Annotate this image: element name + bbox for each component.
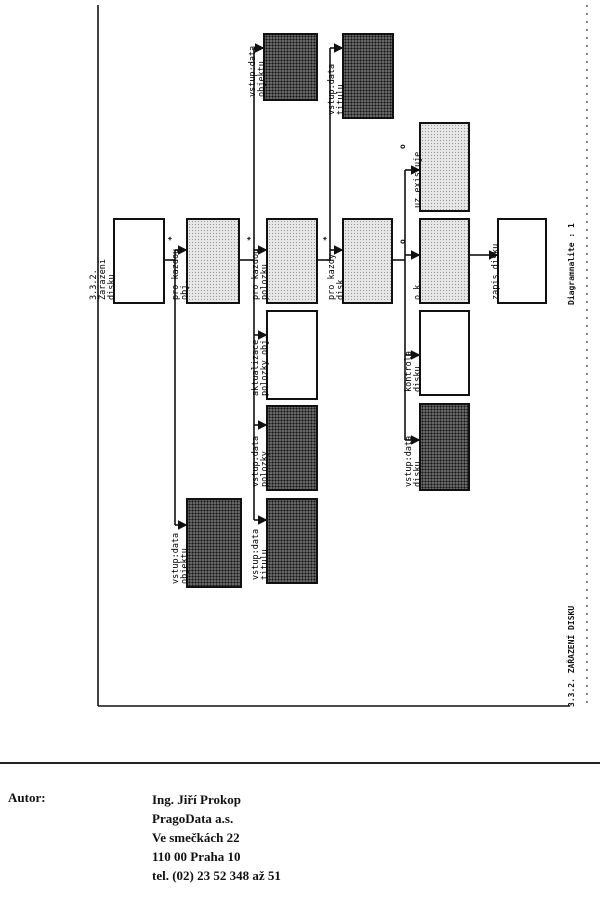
box-zarazeni-disku: 3.3.2. Zarazeni disku: [89, 218, 165, 304]
box-label: o.k.: [413, 279, 423, 300]
box-label: 3.3.2. Zarazeni disku: [89, 259, 117, 300]
author-footer: Autor: Ing. Jiří Prokop PragoData a.s. V…: [0, 782, 600, 899]
box-pro-kazdou-polozku: pro kazdou polozku: [251, 218, 318, 304]
structure-diagram: 3.3.2. Zarazeni disku pro kazdou obj. vs…: [89, 5, 588, 707]
selection-marker: o: [398, 144, 407, 149]
box-vstup-top-titulu: vstup:data titulu: [327, 33, 394, 119]
iteration-marker: *: [322, 236, 331, 241]
box-pro-kazdou-obj: pro kazdou obj.: [171, 218, 240, 304]
box-label: kontrola disku: [404, 351, 423, 392]
box-vstup-top-objektu: vstup:data objektu: [248, 33, 318, 101]
separator-line: [0, 762, 600, 764]
box-uz-existuje: uz existuje: [413, 122, 470, 212]
box-label: vstup:data objektu: [248, 45, 267, 97]
box-label: zapis disku: [491, 243, 501, 300]
box-label: vstup:data polozky: [251, 435, 270, 487]
author-city: 110 00 Praha 10: [152, 849, 241, 864]
iteration-marker: *: [167, 236, 176, 241]
box-label: pro kazdou obj.: [171, 248, 190, 300]
box-vstup-data-polozky: vstup:data polozky: [251, 405, 318, 491]
box-label: vstup:data disku: [404, 435, 423, 487]
box-label: vstup:data objektu: [171, 532, 190, 584]
box-zapis-disku: zapis disku: [491, 218, 547, 304]
box-pro-kazdy-disk: pro kazdy disk: [327, 218, 393, 304]
diagram-connectors: [97, 5, 588, 707]
selection-marker: o: [398, 239, 407, 244]
box-label: pro kazdy disk: [327, 253, 346, 300]
author-street: Ve smečkách 22: [152, 830, 240, 845]
author-name: Ing. Jiří Prokop: [152, 792, 241, 807]
box-label: pro kazdou polozku: [251, 248, 270, 300]
box-ok: o.k.: [413, 218, 470, 304]
author-label: Autor:: [8, 790, 46, 805]
box-label: uz existuje: [413, 151, 423, 208]
iteration-marker: *: [246, 236, 255, 241]
box-aktualizace-polozky: aktualizace polozky obj.: [251, 310, 318, 400]
box-label: vstup:data titulu: [327, 63, 346, 115]
box-kontrola-disku: kontrola disku: [404, 310, 470, 396]
box-label: aktualizace polozky obj.: [251, 334, 270, 396]
author-details: Ing. Jiří Prokop PragoData a.s. Ve smečk…: [152, 790, 281, 885]
box-vstup-data-disku: vstup:data disku: [404, 403, 470, 491]
box-vstup-data-titulu: vstup:data titulu: [251, 498, 318, 584]
box-vstup-data-objektu: vstup:data objektu: [171, 498, 242, 588]
author-phone: tel. (02) 23 52 348 až 51: [152, 868, 281, 883]
author-company: PragoData a.s.: [152, 811, 234, 826]
diagram-title: 3.3.2. ZAŘAZENÍ DISKU: [567, 605, 576, 707]
box-label: vstup:data titulu: [251, 528, 270, 580]
page-label: Diagramnalite : 1: [567, 223, 576, 305]
